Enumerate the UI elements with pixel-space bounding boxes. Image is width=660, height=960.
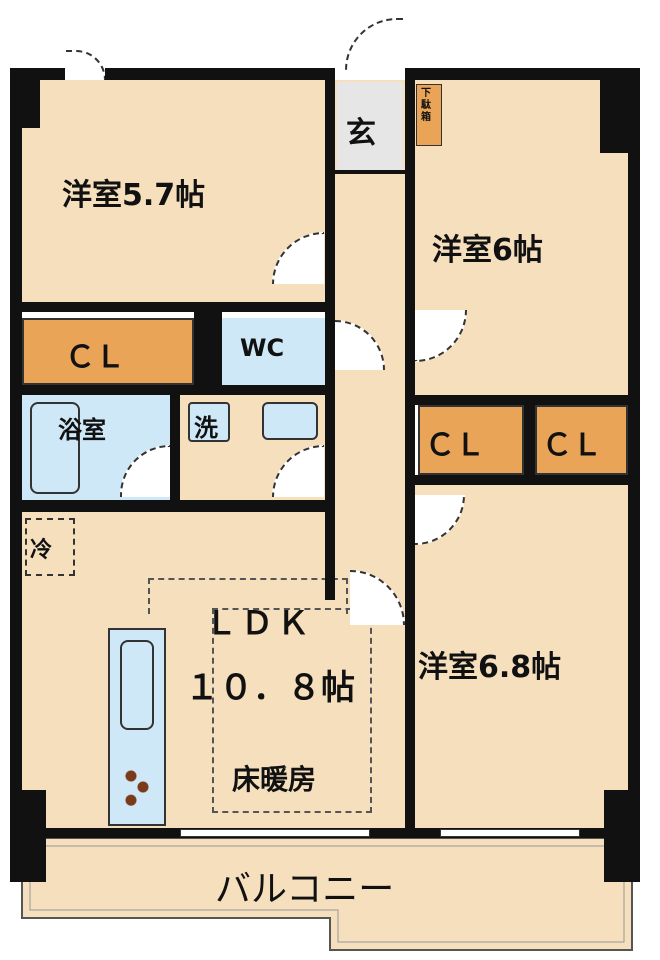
- floor-heating-label: 床暖房: [232, 763, 317, 796]
- wall: [415, 395, 628, 405]
- wall: [22, 500, 335, 512]
- wall: [405, 68, 640, 80]
- wall: [335, 170, 405, 174]
- bathtub: [30, 402, 80, 494]
- wall: [415, 475, 628, 485]
- wall: [105, 68, 335, 80]
- wall: [10, 68, 22, 838]
- wall: [524, 405, 535, 477]
- wall: [22, 385, 325, 395]
- kitchen-sink: [120, 640, 154, 730]
- floor-heating-area: [212, 608, 372, 813]
- room-label: 洋室6.8帖: [418, 650, 562, 685]
- entrance-area: [337, 82, 403, 172]
- wash-basin: [262, 402, 318, 440]
- window: [180, 829, 370, 837]
- wall: [22, 302, 325, 312]
- fridge-label: 冷: [30, 538, 53, 563]
- window: [440, 829, 580, 837]
- washer-space: [188, 402, 230, 442]
- wall-column: [10, 68, 40, 128]
- toilet-label: WC: [240, 334, 285, 362]
- closet-2: [418, 405, 524, 475]
- closet-label: ＣＬ: [65, 340, 125, 375]
- wall: [628, 68, 640, 838]
- ceiling-outline: [148, 578, 348, 614]
- closet-3: [535, 405, 628, 475]
- wall: [405, 80, 415, 830]
- toilet-room: [222, 318, 325, 385]
- room-label: 洋室6帖: [432, 233, 543, 268]
- shoe-box-label: 下駄箱: [421, 88, 431, 123]
- shoe-box: [416, 84, 442, 146]
- closet-label: ＣＬ: [542, 428, 602, 463]
- washer-label: 洗: [194, 414, 218, 442]
- fridge-space: [25, 518, 75, 576]
- closet-label: ＣＬ: [425, 428, 485, 463]
- bathroom-label: 浴室: [58, 416, 106, 444]
- stove-icon: [122, 765, 152, 809]
- western-room-3: [415, 485, 628, 830]
- wall: [325, 80, 335, 600]
- wall: [170, 395, 180, 500]
- ldk-label: ＬＤＫ: [205, 604, 314, 642]
- balcony-label: バルコニー: [215, 869, 395, 910]
- room-label: 洋室5.7帖: [62, 178, 206, 213]
- wall-column: [600, 68, 640, 153]
- closet-1: [22, 318, 194, 385]
- ldk-size-label: １０．８帖: [185, 668, 355, 708]
- wall: [194, 310, 222, 390]
- entrance-label: 玄: [346, 116, 376, 151]
